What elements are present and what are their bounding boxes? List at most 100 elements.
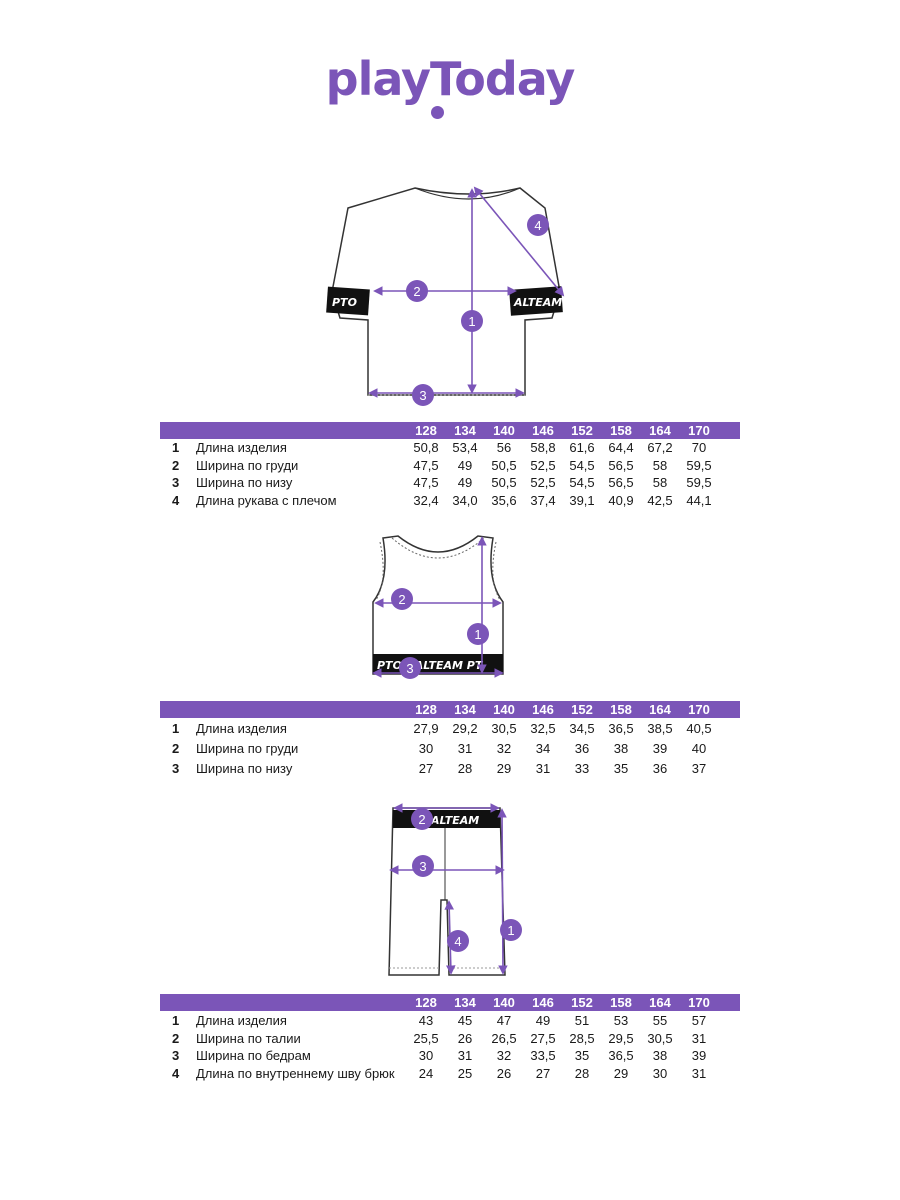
table-row: 3 Ширина по бедрам 30 31 32 33,5 35 36,5… — [160, 1047, 740, 1065]
table-row: 2 Ширина по груди 47,5 49 50,5 52,5 54,5… — [160, 457, 740, 475]
value-cell: 30 — [418, 741, 434, 756]
size-header: 134 — [454, 995, 476, 1010]
row-number: 1 — [172, 440, 180, 455]
value-cell: 47 — [496, 1013, 512, 1028]
value-cell: 30,5 — [491, 721, 517, 736]
value-cell: 36 — [652, 761, 668, 776]
value-cell: 35 — [613, 761, 629, 776]
value-cell: 39 — [691, 1048, 707, 1063]
tshirt-size-table: 128 134 140 146 152 158 164 170 1 Длина … — [160, 422, 740, 509]
row-label: Длина по внутреннему шву брюк — [196, 1065, 395, 1081]
size-header: 140 — [493, 423, 515, 438]
value-cell: 61,6 — [569, 440, 595, 455]
value-cell: 49 — [457, 475, 473, 490]
value-cell: 26,5 — [491, 1030, 517, 1046]
value-cell: 30 — [652, 1065, 668, 1081]
value-cell: 29,2 — [452, 721, 478, 736]
size-header: 170 — [688, 995, 710, 1010]
size-header: 128 — [415, 423, 437, 438]
size-header: 128 — [415, 995, 437, 1010]
value-cell: 57 — [691, 1013, 707, 1028]
value-cell: 47,5 — [413, 457, 439, 473]
row-number: 2 — [172, 741, 180, 756]
row-label: Ширина по талии — [196, 1030, 301, 1046]
svg-text:3: 3 — [419, 859, 426, 874]
row-number: 3 — [172, 761, 180, 776]
top-sketch: PTO GALTEAM PT 1 2 3 — [368, 530, 508, 680]
value-cell: 27,5 — [530, 1030, 556, 1046]
value-cell: 32,5 — [530, 721, 556, 736]
value-cell: 49 — [457, 457, 473, 473]
row-label: Ширина по низу — [196, 761, 293, 776]
row-number: 4 — [172, 1065, 180, 1081]
svg-text:3: 3 — [419, 388, 426, 403]
svg-text:3: 3 — [406, 661, 413, 676]
size-header-row: 128 134 140 146 152 158 164 170 — [160, 422, 740, 439]
row-label: Ширина по бедрам — [196, 1048, 311, 1063]
value-cell: 29,5 — [608, 1030, 634, 1046]
size-header: 158 — [610, 423, 632, 438]
value-cell: 47,5 — [413, 475, 439, 490]
value-cell: 50,5 — [491, 475, 517, 490]
size-header: 140 — [493, 995, 515, 1010]
sleeve-band-left-text: PTO — [332, 296, 357, 309]
value-cell: 54,5 — [569, 475, 595, 490]
value-cell: 31 — [691, 1065, 707, 1081]
value-cell: 32,4 — [413, 492, 439, 508]
value-cell: 31 — [691, 1030, 707, 1046]
value-cell: 24 — [418, 1065, 434, 1081]
value-cell: 53 — [613, 1013, 629, 1028]
svg-text:2: 2 — [418, 812, 425, 827]
table-row: 2 Ширина по талии 25,5 26 26,5 27,5 28,5… — [160, 1030, 740, 1048]
value-cell: 38 — [613, 741, 629, 756]
value-cell: 36,5 — [608, 1048, 634, 1063]
size-header: 170 — [688, 423, 710, 438]
svg-text:1: 1 — [468, 314, 475, 329]
value-cell: 29 — [613, 1065, 629, 1081]
value-cell: 31 — [457, 741, 473, 756]
table-row: 1 Длина изделия 27,9 29,2 30,5 32,5 34,5… — [160, 720, 740, 740]
table-row: 3 Ширина по низу 27 28 29 31 33 35 36 37 — [160, 760, 740, 780]
value-cell: 52,5 — [530, 457, 556, 473]
top-size-table: 128 134 140 146 152 158 164 170 1 Длина … — [160, 701, 740, 780]
value-cell: 28 — [574, 1065, 590, 1081]
measure-marker-3: 3 — [399, 657, 421, 679]
logo-dot — [431, 106, 444, 119]
value-cell: 25,5 — [413, 1030, 439, 1046]
value-cell: 51 — [574, 1013, 590, 1028]
row-number: 3 — [172, 475, 180, 490]
row-number: 3 — [172, 1048, 180, 1063]
table-row: 1 Длина изделия 50,8 53,4 56 58,8 61,6 6… — [160, 439, 740, 457]
value-cell: 32 — [496, 741, 512, 756]
svg-text:1: 1 — [474, 627, 481, 642]
value-cell: 59,5 — [686, 475, 712, 490]
row-label: Длина изделия — [196, 1013, 287, 1028]
value-cell: 56,5 — [608, 475, 634, 490]
value-cell: 34,0 — [452, 492, 478, 508]
value-cell: 54,5 — [569, 457, 595, 473]
size-header-row: 128 134 140 146 152 158 164 170 — [160, 701, 740, 718]
table-row: 3 Ширина по низу 47,5 49 50,5 52,5 54,5 … — [160, 474, 740, 492]
measure-marker-2: 2 — [411, 808, 433, 830]
svg-text:1: 1 — [507, 923, 514, 938]
row-label: Длина изделия — [196, 721, 287, 736]
shorts-sketch: ALTEAM 1 2 3 4 — [385, 800, 535, 985]
size-header: 152 — [571, 423, 593, 438]
measure-marker-4: 4 — [527, 214, 549, 236]
value-cell: 35,6 — [491, 492, 517, 508]
measure-marker-4: 4 — [447, 930, 469, 952]
row-number: 1 — [172, 721, 180, 736]
value-cell: 28,5 — [569, 1030, 595, 1046]
value-cell: 49 — [535, 1013, 551, 1028]
value-cell: 26 — [496, 1065, 512, 1081]
row-number: 4 — [172, 492, 180, 508]
measure-marker-3: 3 — [412, 384, 434, 406]
value-cell: 39 — [652, 741, 668, 756]
svg-text:2: 2 — [413, 284, 420, 299]
value-cell: 59,5 — [686, 457, 712, 473]
size-header: 146 — [532, 423, 554, 438]
value-cell: 26 — [457, 1030, 473, 1046]
value-cell: 27 — [535, 1065, 551, 1081]
value-cell: 70 — [691, 440, 707, 455]
size-header: 152 — [571, 995, 593, 1010]
